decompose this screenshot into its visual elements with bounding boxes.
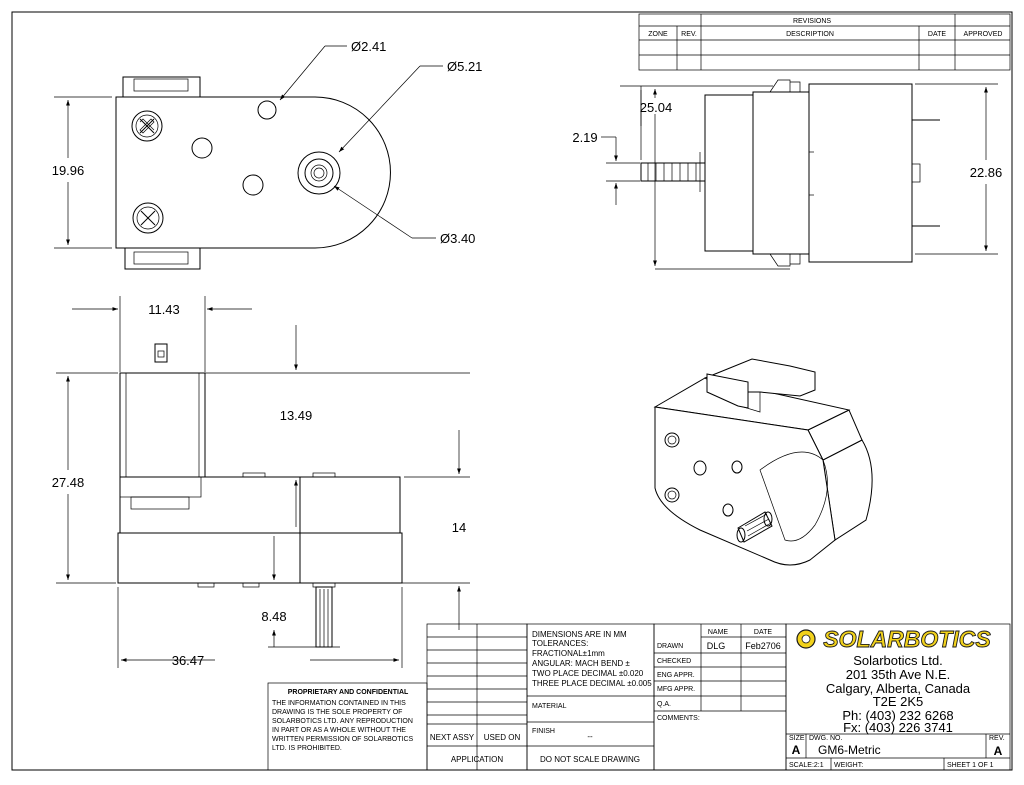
logo-text: SOLARBOTICS [823,626,991,652]
scale-label: SCALE:2:1 [789,762,824,769]
drawn-label: DRAWN [657,643,683,650]
rev-label: REV. [989,735,1005,742]
tolerance-angular: ANGULAR: MACH BEND ± [532,659,630,668]
eng-appr-label: ENG APPR. [657,672,695,679]
mfg-appr-label: MFG APPR. [657,686,695,693]
dim-gearbox-height: 14 [452,520,466,535]
solarbotics-logo: SOLARBOTICS [796,626,992,652]
dwg-value: GM6-Metric [818,743,881,757]
revisions-title: REVISIONS [793,18,831,25]
dim-total-length: 36.47 [172,653,205,668]
revisions-description-header: DESCRIPTION [786,31,834,38]
weight-label: WEIGHT: [834,762,863,769]
revisions-rev-header: REV. [681,31,697,38]
tolerance-three-place: THREE PLACE DECIMAL ±0.005 [532,679,652,688]
title-block: NEXT ASSY USED ON APPLICATION DO NOT SCA… [267,623,1011,771]
rev-value: A [994,744,1003,758]
do-not-scale-label: DO NOT SCALE DRAWING [540,755,640,764]
name-header: NAME [708,629,729,636]
company-line-5: Ph: (403) 232 6268 [842,708,953,723]
isometric-view [653,358,873,566]
proprietary-line-6: LTD. IS PROHIBITED. [272,745,342,752]
dwg-label: DWG. NO. [809,735,842,742]
dim-shaft-length: 8.48 [261,609,286,624]
application-label: APPLICATION [451,755,504,764]
revisions-approved-header: APPROVED [964,31,1003,38]
size-value: A [792,743,801,757]
dim-total-height: 27.48 [52,475,85,490]
dim-side-length: 25.04 [640,100,673,115]
checked-label: CHECKED [657,658,691,665]
dim-hole-small: Ø2.41 [351,39,386,54]
revisions-zone-header: ZONE [648,31,668,38]
material-label: MATERIAL [532,703,567,710]
side-view: 25.04 2.19 22.86 [572,79,1003,270]
company-line-6: Fx: (403) 226 3741 [843,720,953,735]
proprietary-line-5: WRITTEN PERMISSION OF SOLARBOTICS [272,736,414,743]
dim-shaft-diameter: Ø3.40 [440,231,475,246]
company-line-3: Calgary, Alberta, Canada [826,681,971,696]
sheet-label: SHEET 1 OF 1 [947,762,994,769]
tolerance-fractional: FRACTIONAL±1mm [532,649,605,658]
proprietary-title: PROPRIETARY AND CONFIDENTIAL [288,689,409,696]
company-line-1: Solarbotics Ltd. [853,653,943,668]
dim-side-shaft-offset: 2.19 [572,130,597,145]
dim-terminal-height: 13.49 [280,408,313,423]
company-line-2: 201 35th Ave N.E. [846,667,951,682]
tolerances-label: TOLERANCES: [532,639,588,648]
drawn-name: DLG [707,641,726,651]
screw-bottom-icon [132,202,164,234]
size-label: SIZE [789,735,805,742]
dimensions-note: DIMENSIONS ARE IN MM [532,630,627,639]
tolerance-two-place: TWO PLACE DECIMAL ±0.020 [532,669,644,678]
dim-hole-large: Ø5.21 [447,59,482,74]
proprietary-line-4: IN PART OR AS A WHOLE WITHOUT THE [272,727,406,734]
dim-side-height: 22.86 [970,165,1003,180]
qa-label: Q.A. [657,701,671,708]
next-assy-label: NEXT ASSY [430,733,475,742]
drawn-date: Feb2706 [745,641,781,651]
proprietary-line-3: SOLARBOTICS LTD. ANY REPRODUCTION [272,718,413,725]
used-on-label: USED ON [484,733,521,742]
finish-value: -- [587,732,593,741]
finish-label: FINISH [532,728,555,735]
dim-motor-width: 11.43 [148,302,180,317]
bottom-view: 11.43 13.49 27.48 14 8.48 36.47 [52,296,470,668]
revisions-table: REVISIONS ZONE REV. DESCRIPTION DATE APP… [638,13,1011,71]
screw-top-icon [131,110,163,142]
comments-label: COMMENTS: [657,715,700,722]
proprietary-line-1: THE INFORMATION CONTAINED IN THIS [272,700,406,707]
proprietary-line-2: DRAWING IS THE SOLE PROPERTY OF [272,709,402,716]
date-header: DATE [754,629,772,636]
revisions-date-header: DATE [928,31,946,38]
company-line-4: T2E 2K5 [873,694,924,709]
front-view: Ø2.41 Ø5.21 Ø3.40 19.96 [52,39,482,270]
dim-front-height: 19.96 [52,163,85,178]
